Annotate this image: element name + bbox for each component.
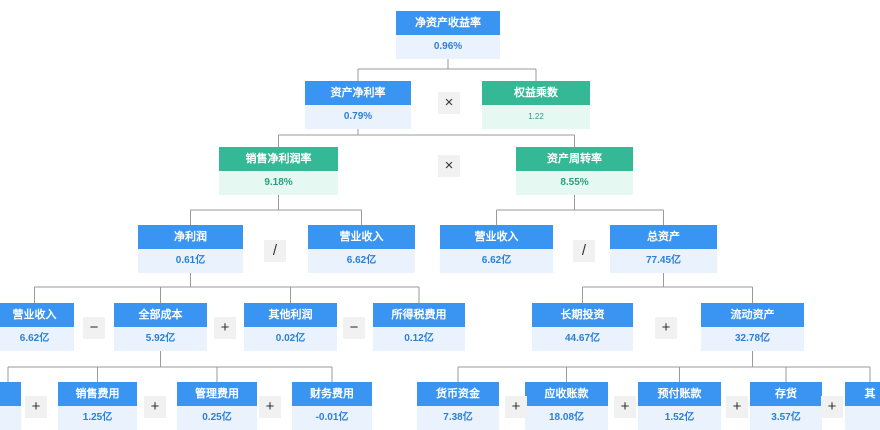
- node-value: 8.55%: [516, 171, 633, 195]
- plus-operator: +: [214, 317, 236, 339]
- node-value: 1.22: [482, 105, 590, 129]
- node-title: 总资产: [610, 225, 717, 249]
- node-title: 长期投资: [532, 303, 633, 327]
- node-title: 营业收入: [0, 303, 74, 327]
- node-title: 所得税费用: [373, 303, 465, 327]
- node-title: 资产净利率: [305, 81, 411, 105]
- node-value: 5.92亿: [114, 327, 207, 351]
- node-value: 0.02亿: [244, 327, 337, 351]
- node-title: 销售费用: [58, 382, 137, 406]
- connector-total-assets: [582, 273, 753, 303]
- node-value: 1.25亿: [58, 406, 137, 430]
- node-title: 货币资金: [417, 382, 499, 406]
- node-value: 44.67亿: [532, 327, 633, 351]
- node-title: 销售净利润率: [219, 147, 338, 171]
- multiply-operator: ×: [438, 155, 460, 177]
- node-title: 存货: [750, 382, 822, 406]
- plus-operator: +: [25, 396, 47, 418]
- node-value: -0.01亿: [292, 406, 372, 430]
- node-value: 18.08亿: [525, 406, 608, 430]
- minus-operator: −: [83, 317, 105, 339]
- node-title: 流动资产: [701, 303, 804, 327]
- node-value: 77.45亿: [610, 249, 717, 273]
- plus-operator: +: [655, 317, 677, 339]
- node-title: [0, 382, 21, 406]
- divide-operator: /: [264, 240, 286, 262]
- connector-asset-turnover: [496, 195, 664, 225]
- node-value: 9.18%: [219, 171, 338, 195]
- connector-current-assets: [457, 351, 871, 382]
- node-title: 营业收入: [440, 225, 553, 249]
- node-other-partial[interactable]: 其: [845, 382, 880, 430]
- plus-operator: +: [505, 396, 527, 418]
- node-title: 净利润: [138, 225, 243, 249]
- connector-roa: [278, 129, 575, 147]
- node-finance-expense[interactable]: 财务费用-0.01亿: [292, 382, 372, 430]
- node-value: 32.78亿: [701, 327, 804, 351]
- node-title: 营业收入: [308, 225, 415, 249]
- node-value: 0.25亿: [177, 406, 257, 430]
- connector-roe: [357, 59, 537, 81]
- node-value: [0, 406, 21, 430]
- connector-net-profit: [34, 273, 420, 303]
- node-value: 3.57亿: [750, 406, 822, 430]
- node-value: 6.62亿: [440, 249, 553, 273]
- node-title: 净资产收益率: [396, 11, 500, 35]
- node-title: 全部成本: [114, 303, 207, 327]
- plus-operator: +: [259, 396, 281, 418]
- connector-total-cost: [7, 351, 333, 382]
- node-value: 6.62亿: [308, 249, 415, 273]
- plus-operator: +: [144, 396, 166, 418]
- node-title: 预付账款: [638, 382, 721, 406]
- plus-operator: +: [726, 396, 748, 418]
- node-title: 应收账款: [525, 382, 608, 406]
- node-value: 0.12亿: [373, 327, 465, 351]
- plus-operator: +: [821, 396, 843, 418]
- node-title: 管理费用: [177, 382, 257, 406]
- multiply-operator: ×: [438, 92, 460, 114]
- node-value: 1.52亿: [638, 406, 721, 430]
- node-value: [845, 406, 880, 430]
- node-title: 财务费用: [292, 382, 372, 406]
- minus-operator: −: [343, 317, 365, 339]
- node-value: 0.96%: [396, 35, 500, 59]
- node-title: 权益乘数: [482, 81, 590, 105]
- node-title: 其: [845, 382, 880, 406]
- connector-net-margin: [190, 195, 362, 225]
- node-title: 资产周转率: [516, 147, 633, 171]
- node-value: 0.61亿: [138, 249, 243, 273]
- node-value: 7.38亿: [417, 406, 499, 430]
- node-leftmost-partial[interactable]: [0, 382, 21, 430]
- plus-operator: +: [614, 396, 636, 418]
- node-value: 6.62亿: [0, 327, 74, 351]
- node-title: 其他利润: [244, 303, 337, 327]
- divide-operator: /: [573, 240, 595, 262]
- node-value: 0.79%: [305, 105, 411, 129]
